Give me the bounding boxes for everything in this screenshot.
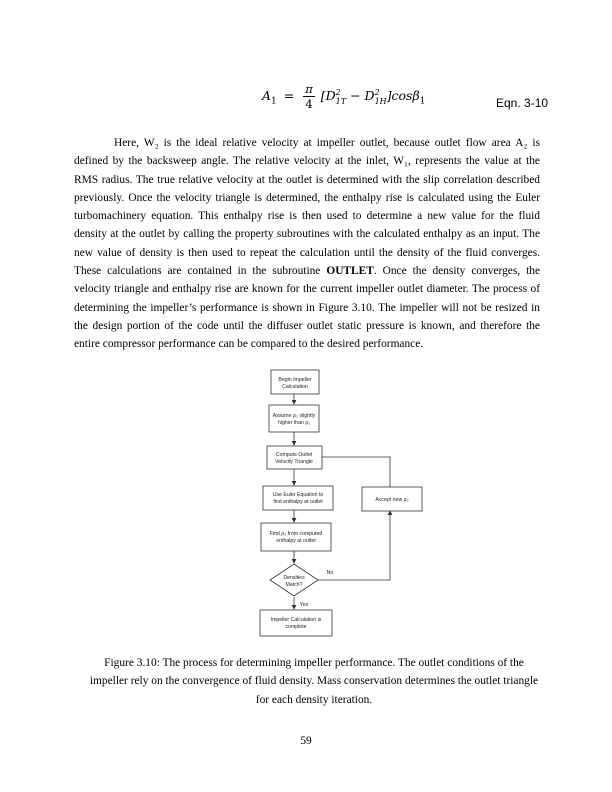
velocity-box	[266, 445, 323, 470]
euler-box	[262, 485, 334, 511]
begin-label-1: Begin Impeller	[278, 377, 311, 383]
arrow-decision-accept	[318, 510, 393, 581]
assume-label-1: Assume ρ₂ slightly	[273, 413, 316, 419]
velocity-label-2: Velocity Triangle	[275, 459, 313, 465]
subroutine-name: OUTLET	[326, 265, 374, 278]
complete-box	[259, 609, 333, 637]
begin-box	[270, 369, 320, 395]
assume-box	[268, 404, 320, 433]
begin-label-2: Calculation	[282, 384, 308, 390]
body-paragraph: Here, W₂ is the ideal relative velocity …	[74, 134, 540, 354]
pi-over-four: π 4	[303, 82, 315, 111]
arrow-accept-velocity	[294, 456, 391, 487]
page-number: 59	[300, 735, 312, 747]
assume-label-2: higher than ρ₁	[278, 420, 310, 426]
yes-label: Yes	[300, 602, 309, 608]
find-box	[260, 522, 332, 552]
accept-box	[361, 486, 423, 512]
find-label-1: Find ρ₂ from computed	[270, 531, 323, 537]
equation-number: Eqn. 3-10	[496, 96, 549, 110]
flowchart-figure: Begin Impeller Calculation Assume ρ₂ sli…	[259, 369, 423, 637]
no-label: No	[327, 570, 334, 576]
figure-caption: Figure 3.10: The process for determining…	[89, 657, 539, 706]
euler-label-2: find enthalpy at outlet	[273, 499, 323, 505]
decision-diamond	[269, 563, 319, 597]
complete-label-2: complete	[285, 624, 306, 630]
accept-label: Accept new ρ₂	[375, 497, 408, 503]
velocity-label-1: Compute Outlet	[276, 452, 313, 458]
decision-label-1: Densities	[283, 575, 305, 581]
euler-label-1: Use Euler Equation to	[273, 492, 324, 498]
paragraph-text: Here, W₂ is the ideal relative velocity …	[74, 137, 540, 278]
paragraph-text-end: . Once the density converges, the veloci…	[74, 265, 541, 351]
decision-label-2: Match?	[285, 582, 302, 588]
find-label-2: enthalpy at outlet	[276, 538, 316, 544]
complete-label-1: Impeller Calculation is	[271, 617, 322, 623]
